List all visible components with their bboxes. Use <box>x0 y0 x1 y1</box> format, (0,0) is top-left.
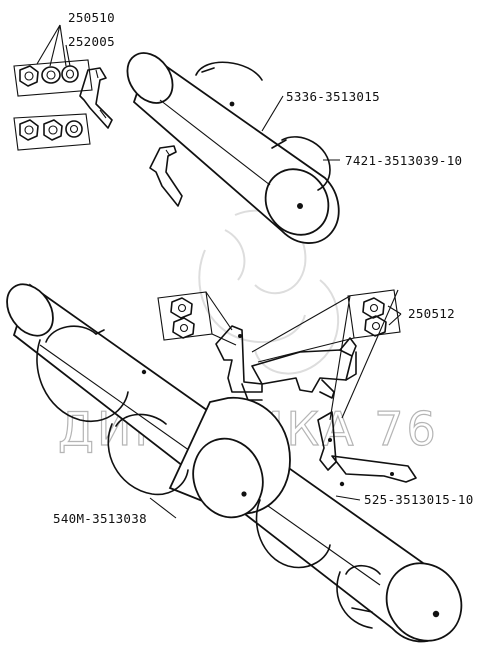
bracket-upper <box>149 145 183 207</box>
lock-washer-icon <box>61 65 79 83</box>
air-receiver-upper <box>126 52 340 244</box>
washer-icon <box>65 120 83 138</box>
air-receiver-front <box>168 396 291 519</box>
nut-icon <box>19 119 39 141</box>
bracket-left <box>215 325 263 393</box>
receiver-strap <box>195 61 263 81</box>
label-252005: 252005 <box>68 34 115 49</box>
hardware-group-middle <box>157 289 401 341</box>
label-strap-lower: 540M-3513038 <box>53 511 147 526</box>
drain-plug <box>432 610 440 618</box>
nut-icon <box>172 317 195 339</box>
drain-plug <box>297 203 303 209</box>
bracket-small <box>79 67 113 129</box>
label-250512: 250512 <box>408 306 455 321</box>
receiver-end-cap <box>264 168 330 236</box>
receiver-straps-lower <box>36 325 381 629</box>
hardware-group-upper <box>13 59 113 151</box>
bracket-right <box>317 411 337 471</box>
nut-icon <box>170 297 193 319</box>
nut-icon <box>364 315 387 337</box>
washer-icon <box>41 66 61 84</box>
bracket-cross-member <box>251 349 353 393</box>
label-250510: 250510 <box>68 10 115 25</box>
nut-icon <box>43 119 63 141</box>
label-receiver-upper: 5336-3513015 <box>286 89 380 104</box>
label-strap-upper: 7421-3513039-10 <box>345 153 462 168</box>
receiver-end-cap <box>385 562 463 642</box>
label-receiver-lower: 525-3513015-10 <box>364 492 474 507</box>
nut-icon <box>19 65 39 87</box>
nut-icon <box>362 297 385 319</box>
